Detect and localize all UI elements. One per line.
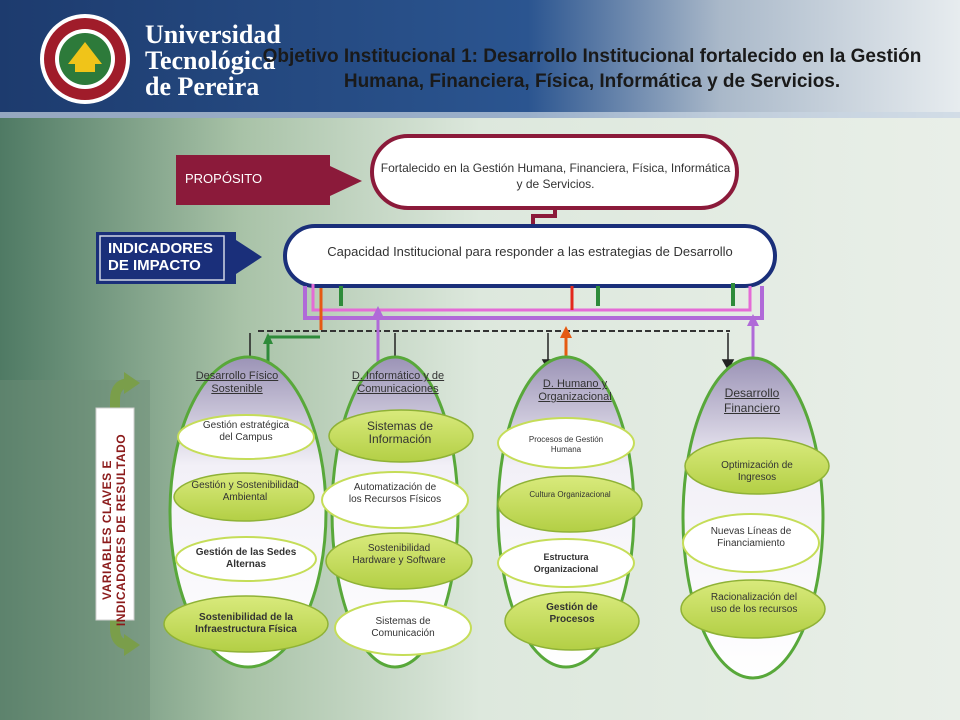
impact-label: INDICADORES DE IMPACTO <box>108 240 214 274</box>
purpose-text: Fortalecido en la Gestión Humana, Financ… <box>380 161 731 191</box>
institution-name-line: de Pereira <box>145 72 260 101</box>
item-ellipse <box>328 409 474 463</box>
pillar-item: Automatización de los Recursos Físicos <box>348 482 442 505</box>
item-ellipse <box>682 513 820 573</box>
item-ellipse <box>163 595 329 653</box>
pillar-item: Racionalización del uso de los recursos <box>710 592 798 615</box>
item-ellipse <box>334 600 472 656</box>
page-title: Objetivo Institucional 1: Desarrollo Ins… <box>262 46 922 92</box>
item-ellipse <box>497 538 635 588</box>
pillar-title: D. Humano y Organizacional <box>538 378 612 403</box>
item-ellipse <box>175 536 317 582</box>
pillar-title: Desarrollo Financiero <box>723 386 781 415</box>
item-ellipse <box>325 532 473 590</box>
purpose-label: PROPÓSITO <box>185 171 263 186</box>
impact-arrow <box>96 232 262 284</box>
pillar-item: Sistemas de Información <box>366 419 434 446</box>
impact-text: Capacidad Institucional para responder a… <box>327 244 733 259</box>
item-ellipse <box>321 471 469 529</box>
institution-name-line: Tecnológica <box>145 46 276 75</box>
item-ellipse <box>497 475 643 533</box>
pillar-title: Desarrollo Físico Sostenible <box>195 370 279 395</box>
item-ellipse <box>177 414 315 460</box>
pillar-item: Sistemas de Comunicación <box>371 616 435 639</box>
pillar-item: Gestión de Procesos <box>546 602 598 625</box>
pillar-item: Estructura Organizacional <box>533 552 599 574</box>
pillar-title: D. Informático y de Comunicaciones <box>351 370 445 395</box>
pillar-item: Gestión de las Sedes Alternas <box>195 547 297 570</box>
purpose-connector <box>531 208 557 230</box>
link-bars <box>303 283 764 330</box>
purpose-arrow <box>176 155 362 205</box>
pillar-item: Cultura Organizacional <box>529 490 611 499</box>
pillar-item: Procesos de Gestión Humana <box>528 435 604 454</box>
pillar-item: Sostenibilidad de la Infraestructura Fís… <box>195 612 297 635</box>
side-label-line: VARIABLES CLAVES E <box>100 460 114 600</box>
item-ellipse <box>680 579 826 639</box>
pillar-item: Optimización de Ingresos <box>721 460 793 483</box>
institution-name-line: Universidad <box>145 20 281 49</box>
side-label-box <box>95 407 135 621</box>
pillar-item: Gestión estratégica del Campus <box>202 420 290 443</box>
university-seal-icon <box>40 14 130 104</box>
up-arrows <box>263 306 759 372</box>
institution-name: Universidad Tecnológica de Pereira <box>145 22 281 100</box>
item-ellipse <box>497 417 635 469</box>
side-label-line: INDICADORES DE RESULTADO <box>114 433 128 627</box>
item-ellipse <box>504 591 640 651</box>
pillar-item: Gestión y Sostenibilidad Ambiental <box>191 480 299 503</box>
side-label: VARIABLES CLAVES E INDICADORES DE RESULT… <box>100 420 128 640</box>
pillar-item: Nuevas Líneas de Financiamiento <box>710 526 792 549</box>
item-ellipse <box>173 472 315 522</box>
pillar-item: Sostenibilidad Hardware y Software <box>352 543 446 566</box>
item-ellipse <box>684 437 830 495</box>
impact-box <box>283 224 777 288</box>
